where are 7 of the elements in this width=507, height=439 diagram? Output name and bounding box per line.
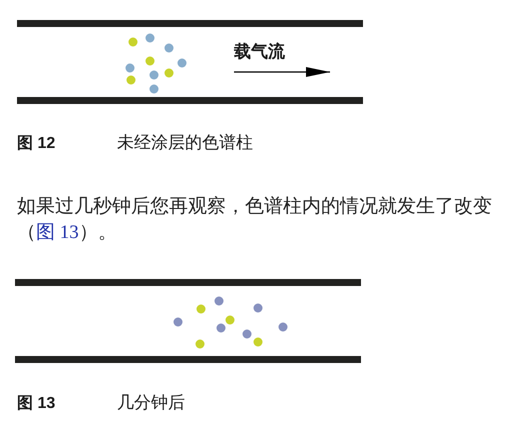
body-paragraph: 如果过几秒钟后您再观察，色谱柱内的情况就发生了改变（图 13）。	[17, 195, 493, 245]
figure-number: 图 12	[17, 134, 56, 154]
figure-caption: 未经涂层的色谱柱	[117, 132, 253, 154]
figure-link: 图 13	[36, 222, 79, 243]
figure-number: 图 13	[17, 394, 56, 414]
figure-caption: 几分钟后	[117, 392, 185, 414]
flow-label: 载气流	[234, 41, 285, 63]
